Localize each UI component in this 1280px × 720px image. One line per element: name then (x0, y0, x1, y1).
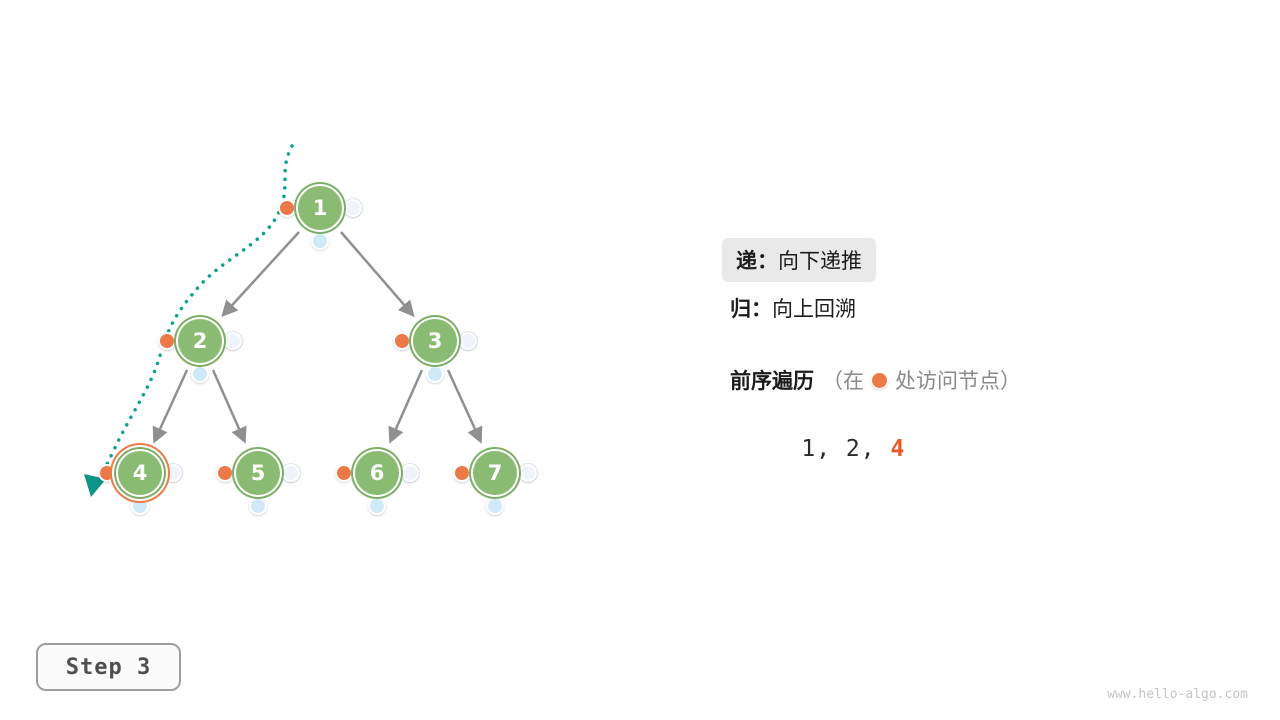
tree-edge (388, 369, 424, 444)
tree-edge (152, 369, 189, 444)
postorder-visit-dot (224, 332, 242, 350)
preorder-visit-dot (216, 464, 234, 482)
traversal-trace-path (101, 144, 294, 475)
legend-backtrack: 归：向上回溯 (730, 293, 856, 323)
node-circle: 7 (473, 451, 517, 495)
inorder-visit-dot (426, 365, 444, 383)
traversal-title: 前序遍历 (730, 369, 814, 393)
tree-edge (211, 369, 247, 444)
node-value: 1 (312, 195, 328, 220)
postorder-visit-dot (401, 464, 419, 482)
legend-recurse-text: 向下递推 (778, 249, 862, 273)
legend-recurse-key: 递： (736, 249, 778, 273)
postorder-visit-dot (282, 464, 300, 482)
node-value: 7 (487, 460, 503, 485)
preorder-visit-dot (98, 464, 116, 482)
postorder-visit-dot (519, 464, 537, 482)
preorder-visit-dot (335, 464, 353, 482)
postorder-visit-dot (164, 464, 182, 482)
legend-backtrack-text: 向上回溯 (772, 297, 856, 321)
tree-edge (340, 231, 415, 318)
inorder-visit-dot (191, 365, 209, 383)
legend-recurse: 递：向下递推 (722, 238, 876, 282)
traversal-note-open: （在 (822, 369, 864, 393)
node-value: 6 (369, 460, 385, 485)
sequence-current-value: 4 (890, 436, 906, 462)
inorder-visit-dot (131, 497, 149, 515)
tree-edges (152, 231, 483, 444)
watermark: www.hello-algo.com (1107, 687, 1248, 702)
node-circle: 2 (178, 319, 222, 363)
preorder-visit-dot (278, 199, 296, 217)
node-circle: 4 (118, 451, 162, 495)
preorder-visit-dot (158, 332, 176, 350)
tree-edge (221, 231, 300, 317)
node-value: 2 (192, 328, 208, 353)
traversal-sequence: 1, 2, 4 (742, 410, 905, 488)
node-value: 3 (427, 328, 443, 353)
node-circle: 3 (413, 319, 457, 363)
node-circle: 1 (298, 186, 342, 230)
step-label: Step 3 (65, 654, 152, 680)
node-circle: 5 (236, 451, 280, 495)
inorder-visit-dot (311, 232, 329, 250)
postorder-visit-dot (344, 199, 362, 217)
tree-edge (446, 369, 483, 444)
traversal-caption: 前序遍历 （在 处访问节点） (730, 365, 1021, 395)
sequence-visited: 1, 2, (801, 436, 891, 462)
inorder-visit-dot (368, 497, 386, 515)
node-value: 5 (250, 460, 266, 485)
postorder-visit-dot (459, 332, 477, 350)
visit-dot-icon (871, 371, 888, 389)
node-circle: 6 (355, 451, 399, 495)
inorder-visit-dot (486, 497, 504, 515)
traversal-note-close: 处访问节点） (895, 369, 1021, 393)
preorder-visit-dot (393, 332, 411, 350)
inorder-visit-dot (249, 497, 267, 515)
legend-backtrack-key: 归： (730, 297, 772, 321)
node-value: 4 (132, 460, 148, 485)
preorder-visit-dot (453, 464, 471, 482)
step-badge: Step 3 (36, 643, 181, 691)
